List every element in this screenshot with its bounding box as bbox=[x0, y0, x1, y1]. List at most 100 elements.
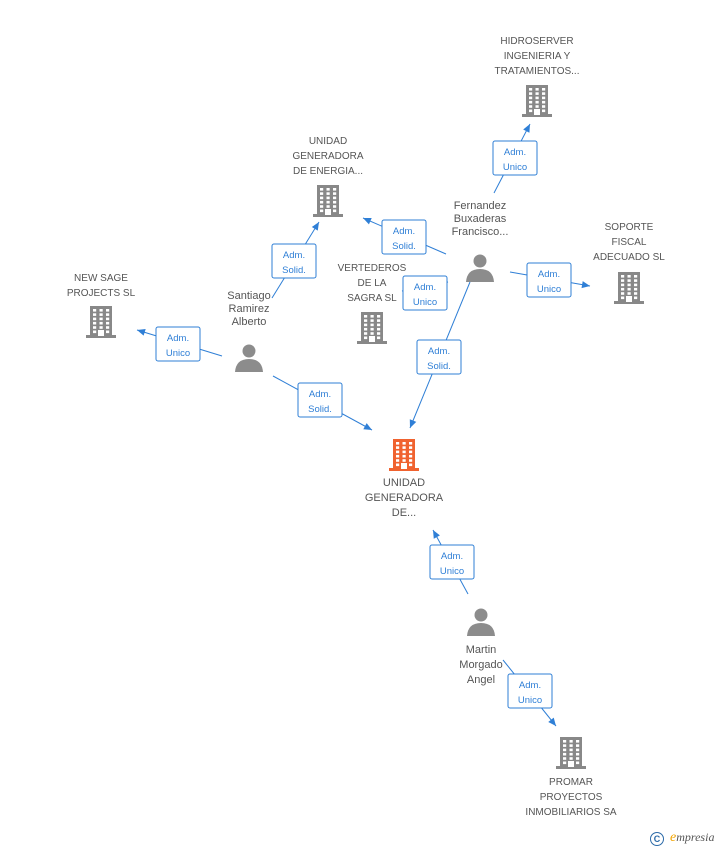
node-label: DE LA bbox=[358, 278, 387, 289]
building-base bbox=[313, 214, 343, 217]
building-window bbox=[569, 752, 573, 756]
building-window bbox=[569, 748, 573, 752]
building-window bbox=[569, 740, 573, 743]
role-badge-text: Unico bbox=[413, 297, 437, 308]
person-body bbox=[467, 623, 495, 636]
role-badge-box bbox=[155, 326, 201, 362]
building-window bbox=[106, 326, 110, 329]
building-window bbox=[99, 309, 103, 312]
empresia-logo[interactable]: C empresia bbox=[650, 830, 726, 848]
building-window bbox=[621, 279, 625, 282]
building-window bbox=[364, 315, 368, 318]
role-badge-text: Adm. bbox=[428, 346, 450, 357]
person-icon[interactable] bbox=[467, 608, 495, 637]
building-window bbox=[402, 442, 406, 445]
building-window bbox=[409, 442, 413, 445]
role-badge[interactable]: Adm.Unico bbox=[507, 673, 553, 709]
person-body bbox=[466, 269, 494, 282]
node-label: GENERADORA bbox=[292, 151, 363, 162]
role-badge-box bbox=[297, 382, 343, 418]
role-badge[interactable]: Adm.Solid. bbox=[381, 219, 427, 255]
main-company-node[interactable]: UNIDADGENERADORADE... bbox=[365, 439, 444, 519]
role-badge[interactable]: Adm.Unico bbox=[492, 140, 538, 176]
building-window bbox=[326, 205, 330, 208]
person-node[interactable]: FernandezBuxaderasFrancisco... bbox=[452, 200, 509, 282]
building-icon[interactable] bbox=[389, 439, 419, 471]
role-badge[interactable]: Adm.Solid. bbox=[416, 339, 462, 375]
role-badge-box bbox=[402, 275, 448, 311]
building-window bbox=[364, 336, 368, 340]
edge-arrowhead bbox=[523, 124, 530, 133]
building-icon[interactable] bbox=[86, 306, 116, 338]
building-window bbox=[535, 88, 539, 91]
building-window bbox=[93, 321, 97, 325]
building-window bbox=[634, 275, 638, 278]
building-window bbox=[569, 744, 573, 747]
building-window bbox=[529, 96, 533, 100]
building-window bbox=[634, 283, 638, 287]
building-window bbox=[621, 296, 625, 300]
person-icon[interactable] bbox=[235, 344, 263, 373]
building-window bbox=[634, 287, 638, 291]
brand-name: empresia bbox=[670, 830, 715, 845]
role-badge-text: Adm. bbox=[393, 226, 415, 237]
role-badge-text: Adm. bbox=[309, 389, 331, 400]
building-window bbox=[326, 188, 330, 191]
building-icon[interactable] bbox=[313, 185, 343, 217]
edge-arrowhead bbox=[137, 328, 146, 336]
building-window bbox=[542, 109, 546, 113]
node-label: Francisco... bbox=[452, 226, 509, 238]
role-badge-text: Adm. bbox=[441, 551, 463, 562]
role-badge[interactable]: Adm.Solid. bbox=[271, 243, 317, 279]
node-label: Angel bbox=[467, 674, 495, 686]
role-badge[interactable]: Adm. Unico bbox=[429, 544, 475, 580]
edge-arrowhead bbox=[409, 419, 417, 428]
role-badge[interactable]: Adm. Solid. bbox=[297, 382, 343, 418]
building-window bbox=[542, 105, 546, 108]
role-badge-box bbox=[429, 544, 475, 580]
node-label: NEW SAGE bbox=[74, 273, 128, 284]
role-badge[interactable]: Adm.Unico bbox=[526, 262, 572, 298]
node-label: INMOBILIARIOS SA bbox=[525, 807, 616, 818]
building-window bbox=[370, 327, 374, 331]
building-window bbox=[396, 446, 400, 449]
building-window bbox=[409, 459, 413, 462]
building-door bbox=[401, 463, 407, 469]
building-window bbox=[370, 315, 374, 318]
role-badge[interactable]: Adm.Unico bbox=[402, 275, 448, 311]
building-base bbox=[86, 335, 116, 338]
building-window bbox=[326, 200, 330, 204]
building-window bbox=[396, 450, 400, 454]
building-window bbox=[569, 757, 573, 760]
building-icon[interactable] bbox=[357, 312, 387, 344]
building-window bbox=[402, 454, 406, 458]
building-window bbox=[563, 748, 567, 752]
building-base bbox=[357, 341, 387, 344]
role-badge-text: Adm. bbox=[519, 680, 541, 691]
building-icon[interactable] bbox=[522, 85, 552, 117]
building-window bbox=[364, 332, 368, 335]
edge-arrowhead bbox=[311, 222, 319, 231]
node-label: DE... bbox=[392, 507, 416, 519]
role-badge-text: Unico bbox=[440, 566, 464, 577]
building-window bbox=[535, 105, 539, 108]
role-badge-text: Adm. bbox=[504, 147, 526, 158]
building-window bbox=[377, 319, 381, 322]
building-base bbox=[556, 766, 586, 769]
person-icon[interactable] bbox=[466, 254, 494, 283]
role-badge-text: Solid. bbox=[308, 404, 332, 415]
building-icon[interactable] bbox=[614, 272, 644, 304]
building-icon[interactable] bbox=[556, 737, 586, 769]
node-label: VERTEDEROS bbox=[338, 263, 407, 274]
building-window bbox=[106, 313, 110, 316]
role-badge[interactable]: Adm.Unico bbox=[155, 326, 201, 362]
